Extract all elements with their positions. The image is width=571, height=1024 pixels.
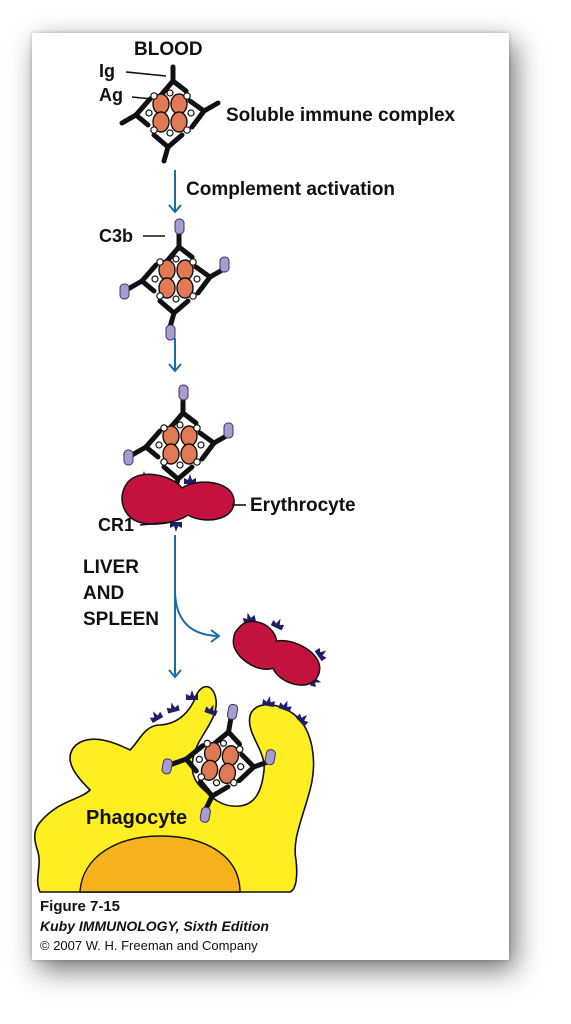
phagocyte-nucleus — [79, 835, 241, 893]
c3b-label: C3b — [99, 226, 133, 246]
copyright: © 2007 W. H. Freeman and Company — [40, 938, 258, 953]
released-erythrocyte — [232, 611, 330, 689]
erythrocyte-cell — [121, 473, 235, 525]
liver-spleen-arrow — [168, 535, 221, 679]
complement-activation-label: Complement activation — [186, 179, 395, 200]
spleen-label: SPLEEN — [83, 609, 159, 630]
liver-label: LIVER — [83, 557, 139, 578]
soluble-immune-complex — [122, 67, 218, 161]
binding-arrow — [168, 338, 182, 373]
ag-leader-line — [131, 96, 153, 100]
figure-number: Figure 7-15 — [40, 898, 121, 915]
blood-label: BLOOD — [134, 39, 203, 60]
erythrocyte-label: Erythrocyte — [250, 495, 356, 516]
cr1-leader-line — [139, 521, 173, 526]
ig-leader-line — [125, 71, 167, 77]
book-title: Kuby IMMUNOLOGY, Sixth Edition — [40, 918, 269, 934]
soluble-complex-label: Soluble immune complex — [226, 105, 456, 126]
c3b-coated-complex — [120, 219, 229, 340]
ag-label: Ag — [99, 85, 123, 105]
and-label: AND — [83, 583, 124, 604]
phagocyte-label: Phagocyte — [86, 807, 187, 829]
complement-activation-arrow — [168, 170, 182, 214]
phagocyte-cell — [33, 685, 315, 893]
ig-label: Ig — [99, 61, 115, 81]
cr1-label: CR1 — [98, 515, 134, 535]
